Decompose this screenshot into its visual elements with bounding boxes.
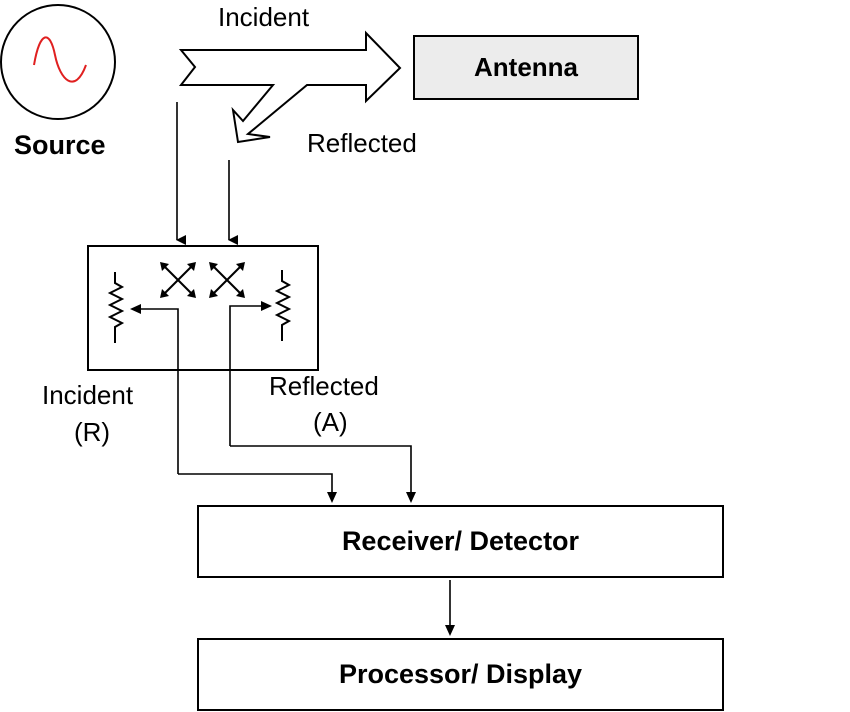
incident-r-label: Incident — [42, 380, 134, 410]
coupler-cross-arrows-right — [209, 262, 245, 298]
antenna-box: Antenna — [413, 35, 639, 100]
reflected-a-receiver-arrowhead — [406, 492, 416, 503]
source-circle — [0, 4, 116, 120]
incident-r-to-receiver — [178, 473, 333, 498]
incident-r-signal-path — [136, 308, 179, 474]
processor-display-box: Processor/ Display — [197, 638, 724, 711]
incident-reflected-arrow — [178, 30, 402, 144]
reflected-a-signal-path — [229, 305, 266, 446]
processor-display-label: Processor/ Display — [338, 659, 583, 689]
receiver-to-processor-arrowhead — [445, 625, 455, 636]
reflected-a-sub-label: (A) — [313, 407, 348, 437]
sine-wave-icon — [33, 36, 87, 83]
source-symbol — [0, 4, 116, 120]
receiver-detector-label: Receiver/ Detector — [341, 526, 580, 556]
reflected-a-arrowhead — [261, 301, 272, 311]
incident-r-receiver-arrowhead — [327, 492, 337, 503]
reflected-a-label: Reflected — [269, 371, 379, 401]
source-label: Source — [14, 130, 106, 160]
incident-r-arrowhead — [130, 304, 141, 314]
antenna-label: Antenna — [474, 52, 578, 82]
termination-resistor-left-icon — [107, 272, 125, 343]
directional-coupler-box — [87, 245, 319, 371]
reflected-a-to-receiver — [230, 445, 412, 498]
termination-resistor-right-icon — [274, 270, 292, 341]
incident-wave-label: Incident — [218, 2, 310, 32]
coupler-cross-arrows-left — [160, 262, 196, 298]
incident-r-sub-label: (R) — [74, 417, 111, 447]
receiver-detector-box: Receiver/ Detector — [197, 505, 724, 578]
reflected-wave-label: Reflected — [307, 128, 417, 158]
